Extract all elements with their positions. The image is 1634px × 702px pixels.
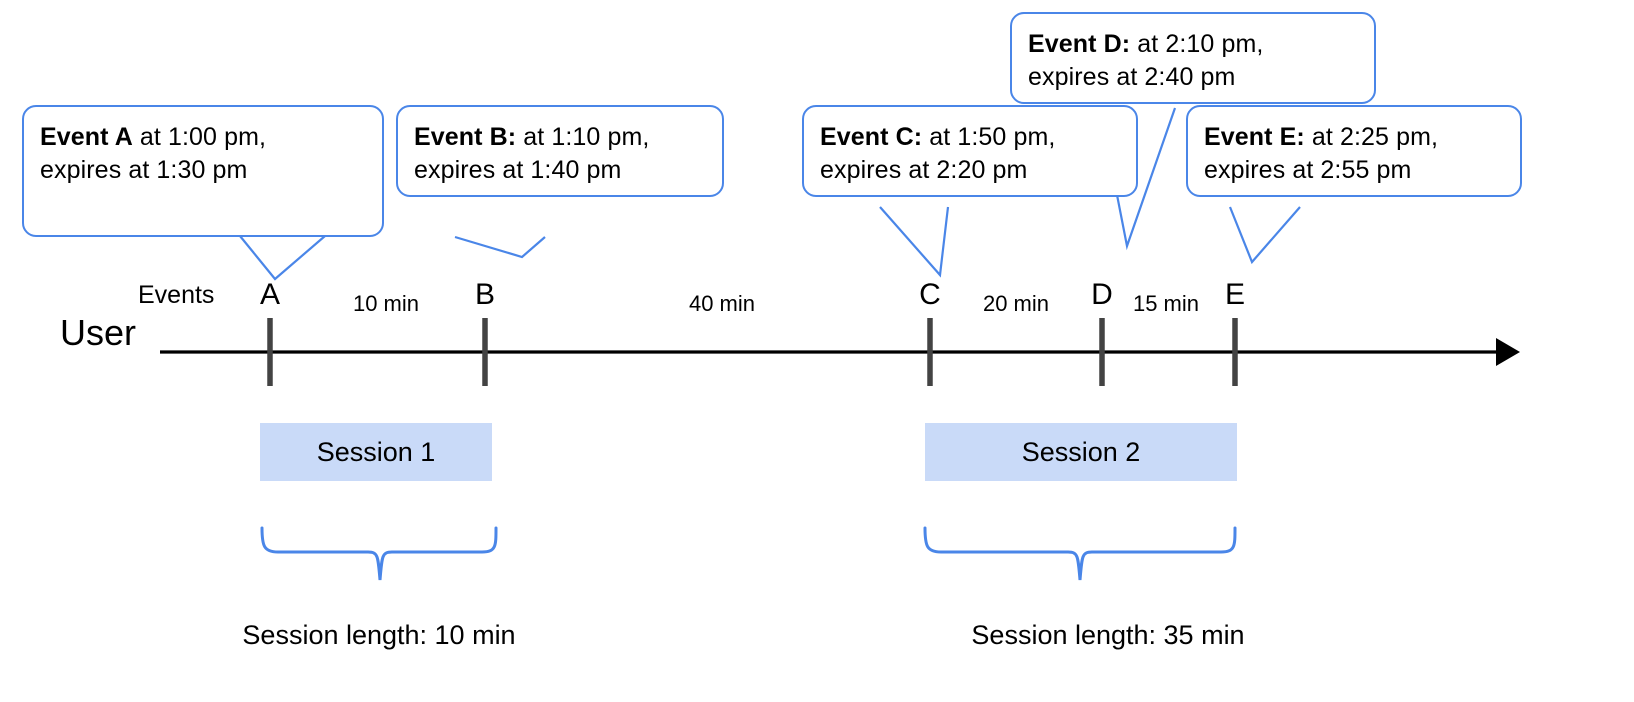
session-length-label-2: Session length: 35 min — [971, 620, 1245, 650]
events-row-label: Events — [138, 281, 215, 309]
user-lane-label: User — [60, 312, 137, 353]
callout-event-b[interactable]: Event B: at 1:10 pm, expires at 1:40 pm — [396, 105, 724, 197]
callout-a-line2: expires at 1:30 pm — [40, 156, 248, 184]
callout-event-a[interactable]: Event A at 1:00 pm, expires at 1:30 pm — [22, 105, 384, 237]
callout-b-line1-rest: at 1:10 pm, — [516, 123, 650, 151]
callout-e-line1: Event E: at 2:25 pm, — [1204, 121, 1504, 154]
callout-tail-a — [239, 235, 326, 281]
callout-a-line1-rest: at 1:00 pm, — [132, 123, 267, 151]
callout-event-c[interactable]: Event C: at 1:50 pm, expires at 2:20 pm — [802, 105, 1138, 197]
callout-e-line2: expires at 2:55 pm — [1204, 156, 1412, 184]
callout-e-event-name: Event E: — [1204, 123, 1305, 151]
callout-b-event-name: Event B: — [414, 123, 517, 151]
callout-a-line1: Event A at 1:00 pm, — [40, 121, 366, 154]
callout-a-event-name: Event A — [40, 123, 133, 151]
callout-event-e[interactable]: Event E: at 2:25 pm, expires at 2:55 pm — [1186, 105, 1522, 197]
callout-c-line2: expires at 2:20 pm — [820, 156, 1028, 184]
gap-label-c-d: 20 min — [982, 291, 1050, 316]
tick-label-b: B — [474, 278, 496, 311]
callout-d-event-name: Event D: — [1028, 30, 1131, 58]
gap-label-d-e: 15 min — [1132, 291, 1200, 316]
callout-b-line1: Event B: at 1:10 pm, — [414, 121, 706, 154]
brace-session-1 — [260, 526, 498, 581]
callout-event-d[interactable]: Event D: at 2:10 pm, expires at 2:40 pm — [1010, 12, 1376, 104]
callout-b-line2: expires at 1:40 pm — [414, 156, 622, 184]
tick-label-d: D — [1091, 278, 1113, 311]
tick-label-a: A — [259, 278, 281, 311]
callout-tail-b — [454, 235, 546, 259]
gap-label-a-b: 10 min — [352, 291, 420, 316]
gap-label-b-c: 40 min — [688, 291, 756, 316]
callout-tail-e — [1228, 206, 1301, 265]
callout-d-line1: Event D: at 2:10 pm, — [1028, 28, 1358, 61]
timeline-arrowhead — [1496, 338, 1520, 366]
session-box-1[interactable]: Session 1 — [260, 423, 492, 481]
callout-c-event-name: Event C: — [820, 123, 923, 151]
callout-c-line1: Event C: at 1:50 pm, — [820, 121, 1120, 154]
tick-label-e: E — [1224, 278, 1246, 311]
session-box-2[interactable]: Session 2 — [925, 423, 1237, 481]
callout-e-line1-rest: at 2:25 pm, — [1304, 123, 1439, 151]
callout-c-line1-rest: at 1:50 pm, — [922, 123, 1056, 151]
callout-d-line2: expires at 2:40 pm — [1028, 63, 1236, 91]
callout-d-line1-rest: at 2:10 pm, — [1130, 30, 1264, 58]
brace-session-2 — [923, 526, 1237, 581]
callout-tail-c — [879, 206, 950, 278]
session-length-label-1: Session length: 10 min — [242, 620, 516, 650]
tick-label-c: C — [919, 278, 941, 311]
